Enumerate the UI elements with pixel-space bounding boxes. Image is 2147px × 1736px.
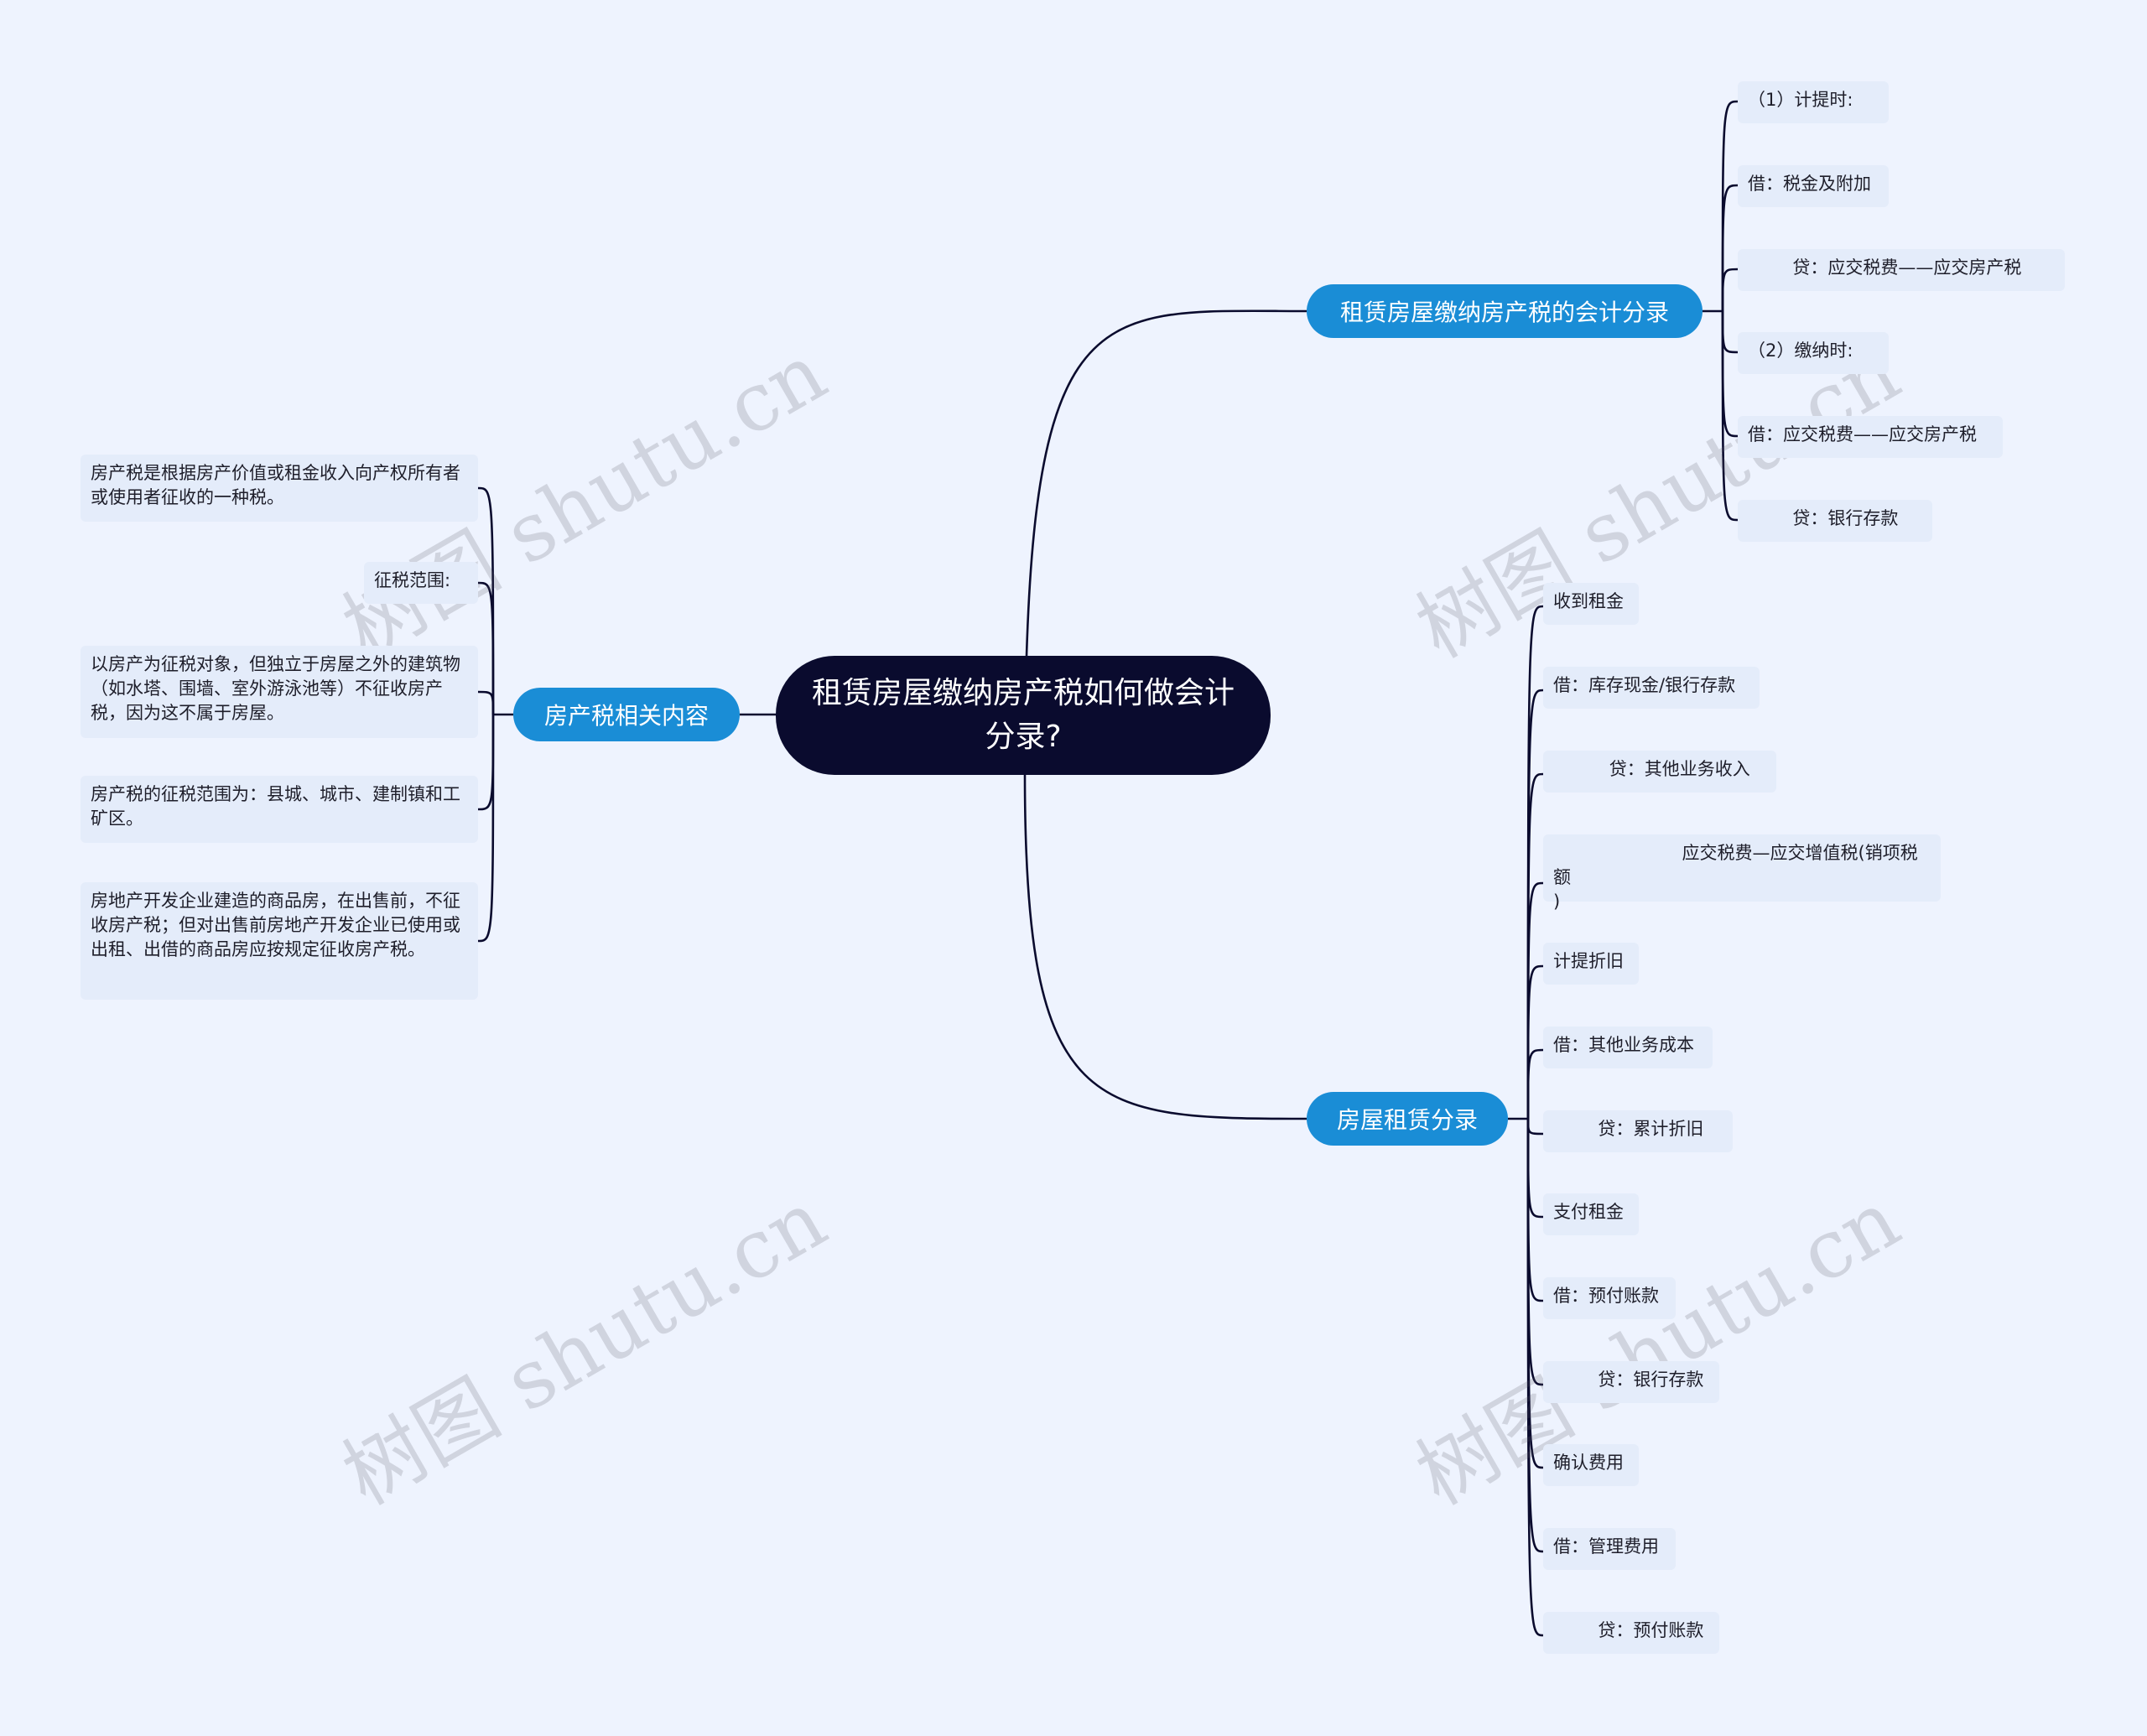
leaf-lease-9[interactable]: 借：预付账款 — [1543, 1277, 1676, 1319]
branch-label: 房产税相关内容 — [543, 702, 709, 730]
leaf-lease-7[interactable]: 贷：累计折旧 — [1543, 1110, 1733, 1152]
leaf-lease-11[interactable]: 确认费用 — [1543, 1444, 1639, 1486]
leaf-lease-1[interactable]: 收到租金 — [1543, 583, 1639, 625]
leaf-accounting-3[interactable]: 贷：应交税费——应交房产税 — [1738, 249, 2065, 291]
leaf-tax-scope-heading[interactable]: 征税范围: — [364, 562, 478, 604]
leaf-lease-3[interactable]: 贷：其他业务收入 — [1543, 751, 1776, 793]
connector-accounting-edge-2 — [1721, 184, 1739, 312]
connector-lease-edge-11 — [1526, 1118, 1544, 1469]
leaf-lease-12[interactable]: 借：管理费用 — [1543, 1528, 1676, 1570]
connector-root-accounting — [1023, 309, 1307, 776]
branch-accounting-entries[interactable]: 租赁房屋缴纳房产税的会计分录 — [1307, 284, 1703, 338]
leaf-lease-10[interactable]: 贷：银行存款 — [1543, 1361, 1719, 1403]
leaf-accounting-2[interactable]: 借：税金及附加 — [1738, 165, 1889, 207]
leaf-lease-2[interactable]: 借：库存现金/银行存款 — [1543, 667, 1760, 709]
connector-accounting-edge-3 — [1721, 268, 1739, 312]
leaf-lease-4[interactable]: 应交税费—应交增值税(销项税额 ) — [1543, 834, 1941, 912]
leaf-tax-real-estate[interactable]: 房地产开发企业建造的商品房，在出售前，不征收房产税；但对出售前房地产开发企业已使… — [81, 882, 478, 1000]
branch-label: 房屋租赁分录 — [1336, 1106, 1478, 1134]
leaf-lease-13[interactable]: 贷：预付账款 — [1543, 1612, 1719, 1654]
connector-tax-info-edge-5 — [477, 714, 495, 943]
leaf-accounting-4[interactable]: （2）缴纳时: — [1738, 332, 1889, 374]
leaf-accounting-6[interactable]: 贷：银行存款 — [1738, 500, 1932, 542]
connector-lease-edge-13 — [1526, 1118, 1544, 1637]
branch-property-tax-info[interactable]: 房产税相关内容 — [513, 688, 740, 741]
connector-lease-edge-5 — [1526, 964, 1544, 1120]
connector-accounting-edge-6 — [1721, 310, 1739, 522]
connector-lease-edge-3 — [1526, 772, 1544, 1120]
leaf-accounting-5[interactable]: 借：应交税费——应交房产税 — [1738, 416, 2003, 458]
connector-accounting-edge-5 — [1721, 310, 1739, 438]
connector-lease-edge-7 — [1526, 1118, 1544, 1136]
leaf-lease-5[interactable]: 计提折旧 — [1543, 943, 1639, 985]
connector-tax-info-edge-3 — [477, 690, 495, 715]
connector-accounting-edge-4 — [1721, 310, 1739, 354]
branch-label: 租赁房屋缴纳房产税的会计分录 — [1339, 299, 1669, 326]
connector-lease-edge-4 — [1526, 881, 1544, 1120]
connector-lease-edge-10 — [1526, 1118, 1544, 1386]
connector-tax-info-edge-2 — [477, 581, 495, 715]
connector-root-lease — [1023, 774, 1307, 1120]
branch-lease-entries[interactable]: 房屋租赁分录 — [1307, 1092, 1508, 1146]
leaf-tax-scope-object[interactable]: 以房产为征税对象，但独立于房屋之外的建筑物（如水塔、围墙、室外游泳池等）不征收房… — [81, 646, 478, 738]
leaf-tax-definition[interactable]: 房产税是根据房产价值或租金收入向产权所有者或使用者征收的一种税。 — [81, 455, 478, 522]
leaf-tax-scope-area[interactable]: 房产税的征税范围为：县城、城市、建制镇和工矿区。 — [81, 776, 478, 843]
connector-lease-edge-6 — [1526, 1048, 1544, 1120]
root-topic-label: 租赁房屋缴纳房产税如何做会计分录? — [811, 676, 1235, 754]
connector-lease-edge-1 — [1526, 605, 1544, 1120]
connector-tax-info-edge-4 — [477, 714, 495, 811]
leaf-lease-8[interactable]: 支付租金 — [1543, 1193, 1639, 1235]
root-topic[interactable]: 租赁房屋缴纳房产税如何做会计分录? — [776, 656, 1271, 775]
leaf-lease-6[interactable]: 借：其他业务成本 — [1543, 1027, 1713, 1068]
leaf-accounting-1[interactable]: （1）计提时: — [1738, 81, 1889, 123]
